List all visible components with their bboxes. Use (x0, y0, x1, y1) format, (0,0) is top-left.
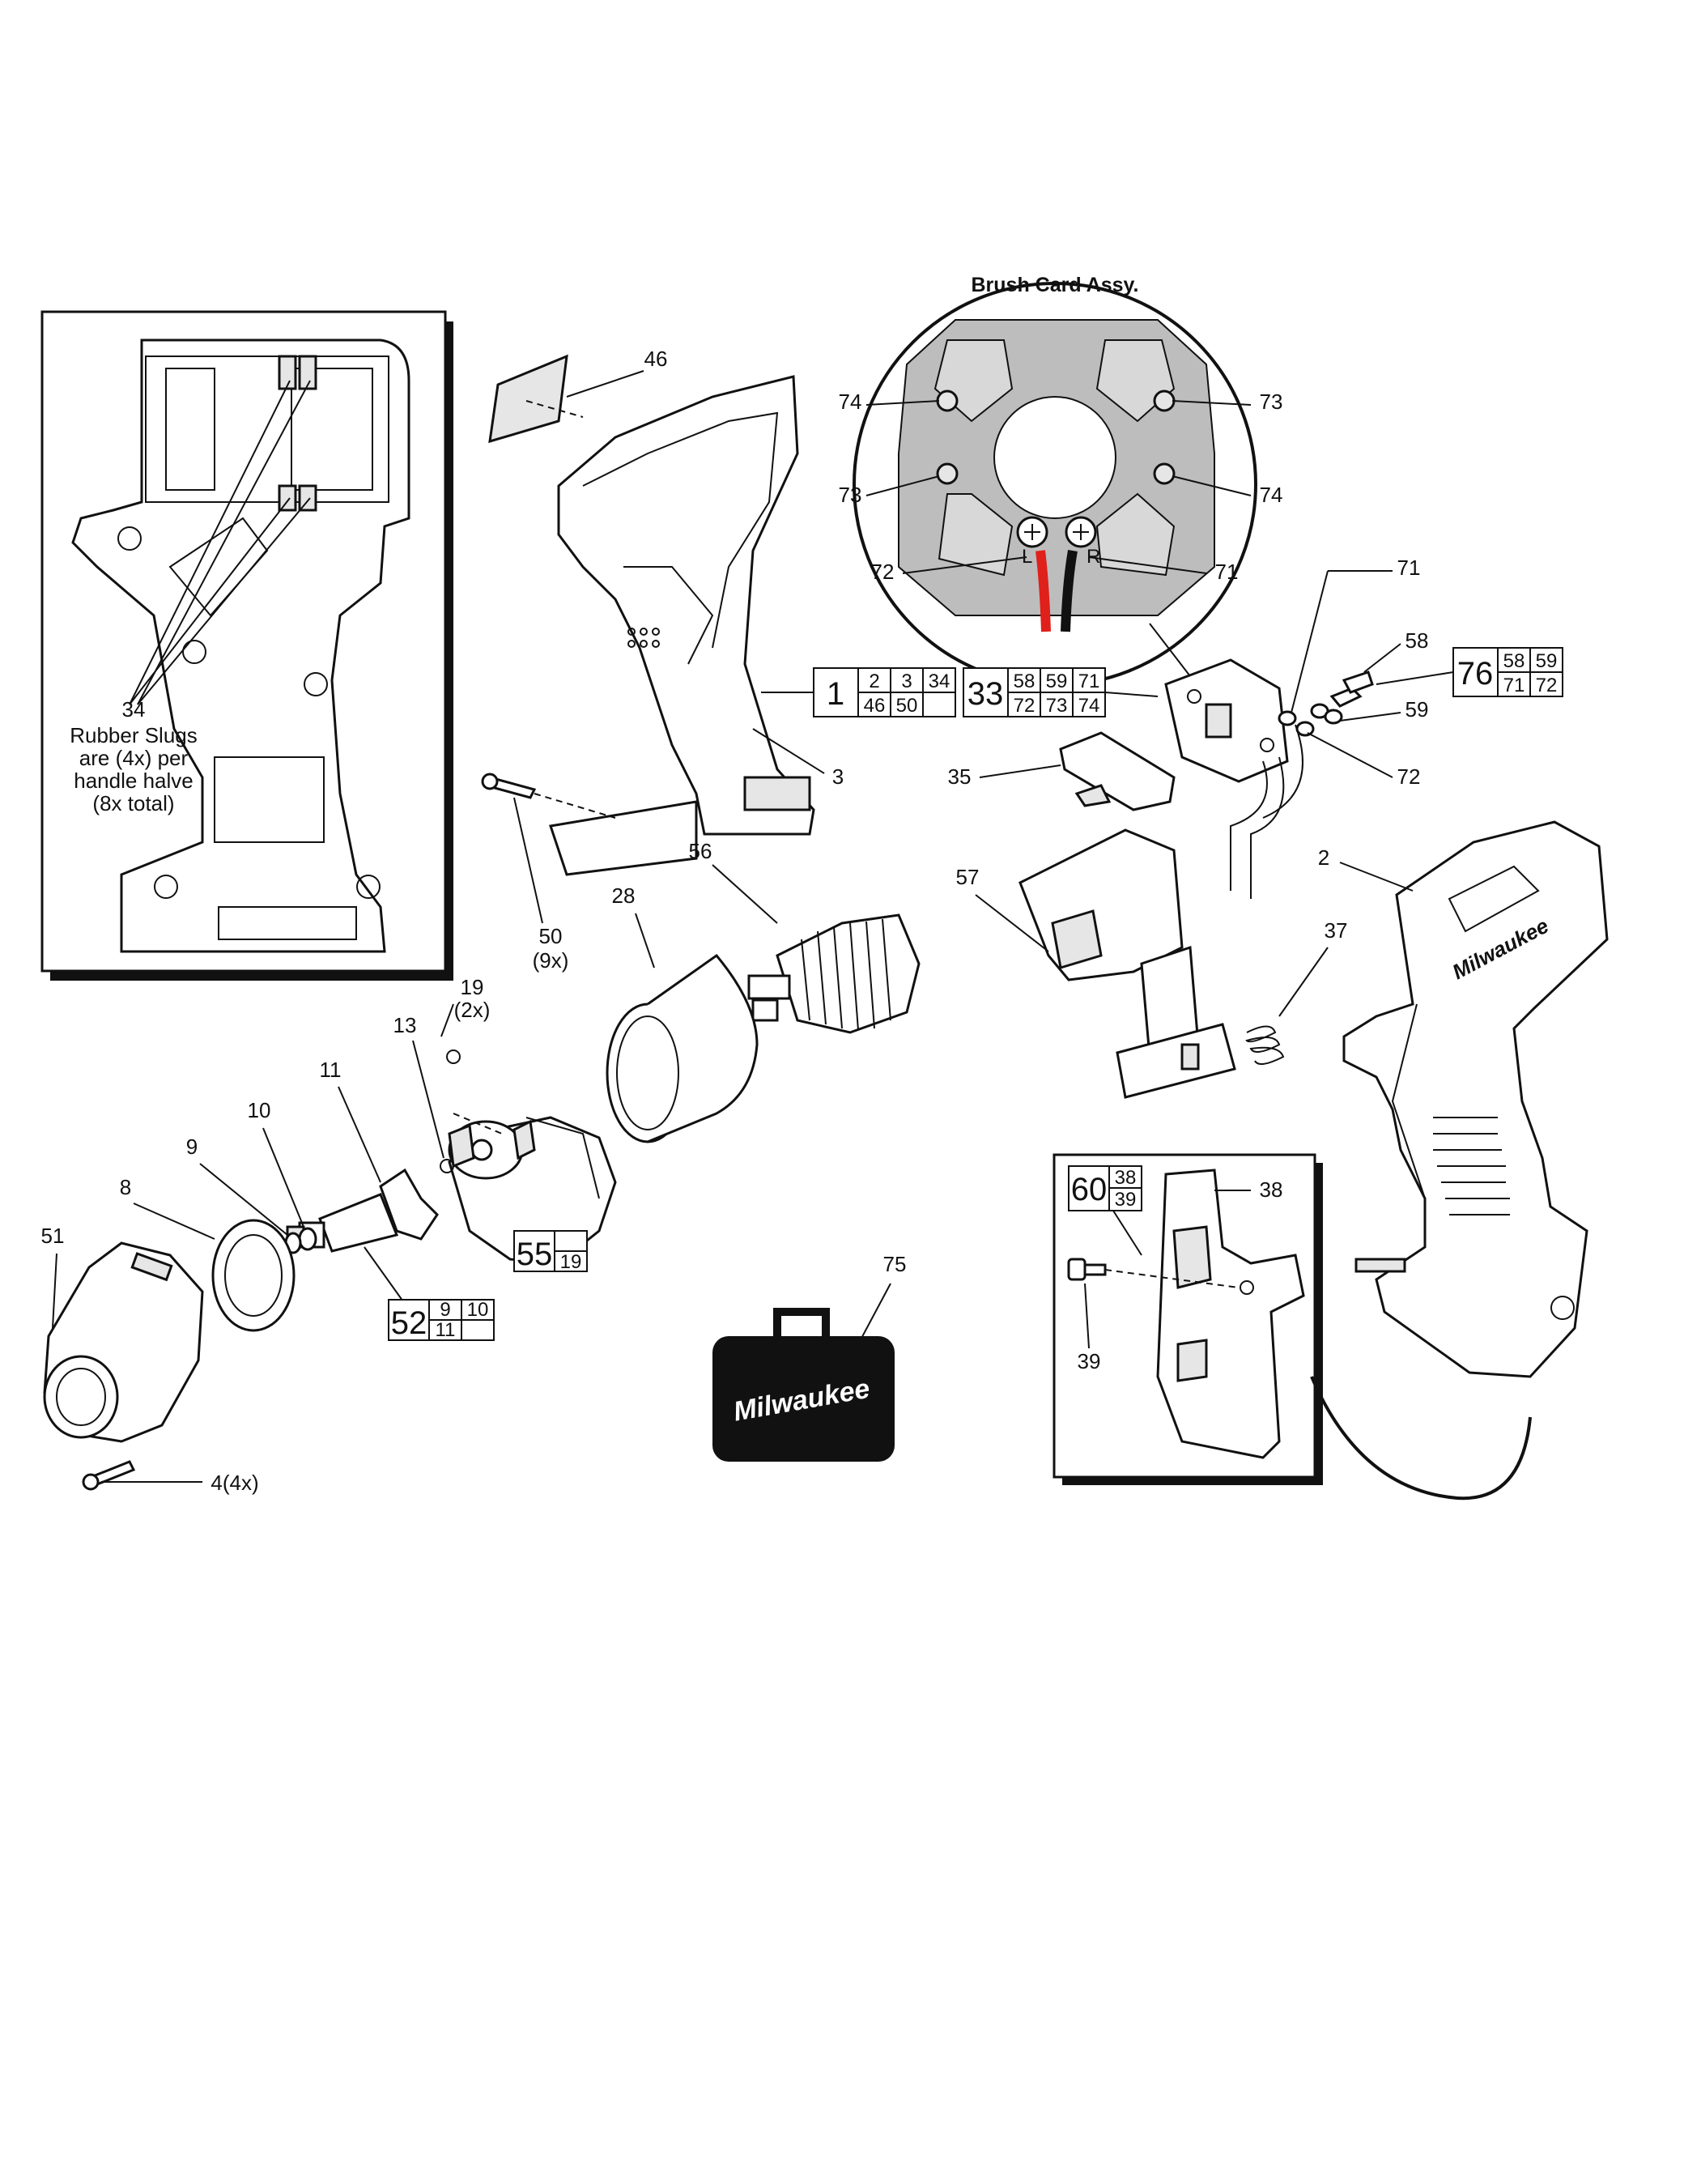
kit-76-cell-2: 59 (1536, 650, 1558, 672)
kit-60-cell-2: 39 (1115, 1189, 1137, 1211)
label-72-brush: 72 (871, 560, 895, 584)
screws-58-59: 58 59 (1310, 628, 1429, 725)
kit-76-cell-3: 71 (1503, 675, 1525, 696)
part-2-housing: Milwaukee 2 (1318, 820, 1609, 1378)
kit-1-cell-1: 2 (869, 671, 879, 692)
part-28-magnet: 28 (606, 883, 759, 1143)
part-56-armature: 56 (689, 839, 921, 1034)
kit-box-52: 52 9 10 11 (388, 1299, 495, 1341)
brush-card-title: Brush Card Assy. (971, 274, 1138, 296)
label-19-qty: (2x) (454, 998, 491, 1022)
label-46: 46 (644, 347, 668, 371)
label-51: 51 (41, 1224, 65, 1248)
part-8-washer: 8 (120, 1175, 296, 1332)
label-71: 71 (1397, 556, 1421, 580)
label-13: 13 (393, 1013, 417, 1037)
kit-box-76: 76 58 59 71 72 (1376, 647, 1563, 697)
kit-box-33: 33 58 59 71 72 73 74 (963, 667, 1159, 717)
kit-1-main: 1 (827, 676, 844, 712)
inset-note-line-4: (8x total) (92, 791, 174, 815)
kit-1-cell-5: 50 (896, 695, 918, 717)
inset-note-line-1: Rubber Slugs (70, 723, 198, 747)
label-28: 28 (612, 883, 636, 908)
label-72: 72 (1397, 764, 1421, 789)
brush-card-part: 71 72 (1164, 556, 1421, 899)
label-74-right: 74 (1260, 483, 1283, 507)
kit-1-cell-4: 46 (864, 695, 886, 717)
part-35-cover: 35 (948, 731, 1176, 811)
label-4: 4(4x) (210, 1471, 258, 1495)
kit-55-cell-2: 19 (560, 1251, 582, 1273)
kit-33-main: 33 (967, 676, 1004, 712)
label-11: 11 (320, 1058, 342, 1082)
label-50-qty: (9x) (533, 948, 569, 973)
kit-33-cell-3: 71 (1078, 671, 1100, 692)
label-35: 35 (948, 764, 972, 789)
kit-33-cell-1: 58 (1014, 671, 1035, 692)
kit-60-cell-1: 38 (1115, 1167, 1137, 1189)
kit-1-cell-2: 3 (901, 671, 912, 692)
label-10: 10 (248, 1098, 271, 1122)
inset-callout-34: 34 (122, 697, 146, 722)
part-57-switch: 57 (956, 828, 1236, 1099)
kit-55-main: 55 (517, 1237, 553, 1272)
terminal-left-label: L (1022, 546, 1032, 568)
label-38: 38 (1260, 1177, 1283, 1202)
label-3: 3 (832, 764, 844, 789)
part-75-case: Milwaukee 75 (712, 1252, 906, 1462)
label-71-brush: 71 (1215, 560, 1239, 584)
housing-half: 46 50 (9x) 3 (481, 347, 844, 973)
wire-right (1061, 549, 1078, 632)
label-75: 75 (883, 1252, 907, 1276)
label-73-right: 73 (1260, 390, 1283, 414)
kit-76-main: 76 (1457, 656, 1494, 692)
label-8: 8 (120, 1175, 131, 1199)
kit-33-cell-2: 59 (1046, 671, 1068, 692)
part-9-10-rings: 10 9 (186, 1098, 317, 1254)
inset-note-line-2: are (4x) per (79, 746, 189, 770)
kit-33-cell-6: 74 (1078, 695, 1100, 717)
kit-33-cell-4: 72 (1014, 695, 1035, 717)
part-11-anvil: 11 (286, 1058, 439, 1305)
label-9: 9 (186, 1135, 198, 1159)
kit-box-55: 55 19 (513, 1230, 588, 1273)
kit-box-1: 1 2 3 34 46 50 (813, 667, 956, 717)
handle-inset: 34 Rubber Slugs are (4x) per handle halv… (40, 310, 453, 981)
label-37: 37 (1325, 918, 1348, 943)
wire-left (1035, 550, 1051, 632)
kit-1-cell-3: 34 (929, 671, 950, 692)
kit-33-cell-5: 73 (1046, 695, 1068, 717)
label-2: 2 (1318, 845, 1329, 870)
label-19: 19 (461, 975, 484, 999)
brush-card-detail: Brush Card Assy. L R 74 73 73 74 (839, 274, 1283, 687)
case-body (712, 1336, 895, 1462)
terminal-right-label: R (1087, 546, 1100, 568)
part-55-gear-case: 19 (2x) 13 (393, 975, 617, 1265)
kit-52-cell-1: 9 (440, 1299, 450, 1321)
kit-76-cell-1: 58 (1503, 650, 1525, 672)
label-56: 56 (689, 839, 712, 863)
label-50: 50 (539, 924, 563, 948)
label-59: 59 (1405, 697, 1429, 722)
kit-76-cell-4: 72 (1536, 675, 1558, 696)
kit-52-cell-3: 11 (436, 1319, 456, 1341)
kit-52-main: 52 (391, 1305, 427, 1341)
label-58: 58 (1405, 628, 1429, 653)
inset-note-line-3: handle halve (74, 768, 193, 793)
kit-60-main: 60 (1071, 1172, 1108, 1207)
label-73-left: 73 (839, 483, 862, 507)
label-74-left: 74 (839, 390, 862, 414)
part-51-nose: 51 4(4x) (41, 1224, 259, 1495)
label-57: 57 (956, 865, 980, 889)
label-39: 39 (1078, 1349, 1101, 1373)
kit-52-cell-2: 10 (467, 1299, 489, 1321)
part-37-spring: 37 (1245, 918, 1348, 1065)
belt-clip-inset: 60 38 39 38 39 (1052, 1153, 1532, 1501)
